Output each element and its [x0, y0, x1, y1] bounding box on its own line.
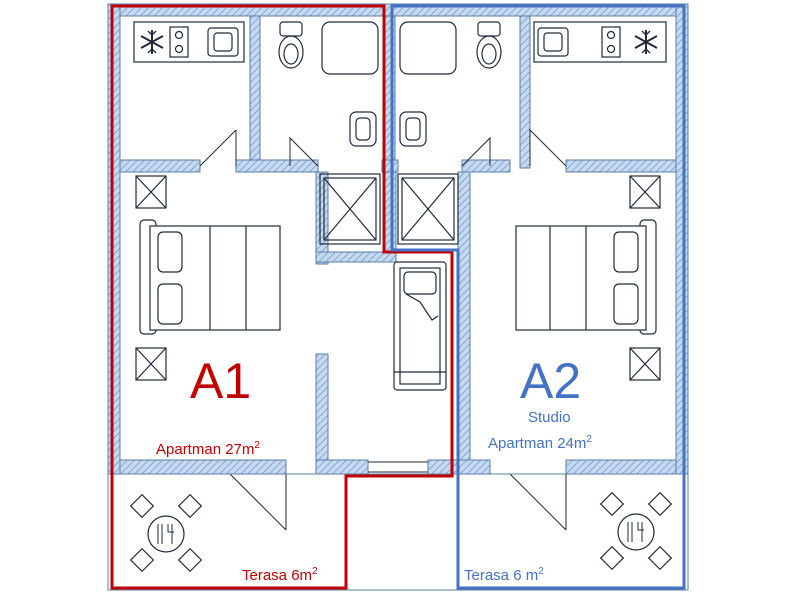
a1-code: A1	[190, 353, 251, 409]
toilet-icon	[476, 21, 502, 69]
a2-kitchen-counter	[533, 21, 667, 63]
double-bed-icon	[515, 219, 657, 335]
double-bed-icon	[139, 219, 281, 335]
stove-icon	[601, 26, 621, 58]
sink-icon	[207, 27, 239, 57]
washbasin-icon	[399, 111, 427, 147]
a2-kitchen	[533, 21, 667, 63]
sofa-bed-icon	[393, 261, 447, 391]
a2-outline	[390, 4, 686, 590]
a2-terrace-label: Terasa 6 m2	[464, 566, 544, 584]
dining-set-icon	[129, 491, 673, 573]
toilet-icon	[278, 21, 304, 69]
a1-area-label: Apartman 27m2	[156, 440, 260, 458]
a1-bathroom	[278, 21, 379, 147]
nightstand-icon	[135, 175, 661, 381]
a2-subtitle: Studio	[528, 409, 571, 426]
a2-code: A2	[520, 353, 581, 409]
shower-icon	[319, 173, 459, 245]
sink-icon	[537, 27, 569, 57]
washbasin-icon	[349, 111, 377, 147]
a1-kitchen-counter	[133, 21, 245, 63]
snowflake-icon	[634, 30, 658, 54]
a1-terrace-label: Terasa 6m2	[242, 566, 318, 584]
terrace-borders	[107, 473, 689, 591]
a1-kitchen	[133, 21, 245, 63]
a2-bathroom	[399, 21, 502, 147]
snowflake-icon	[140, 30, 164, 54]
bathtub-icon	[399, 21, 457, 75]
stove-icon	[169, 26, 189, 58]
a1-outline	[110, 4, 454, 590]
a2-area-label: Apartman 24m2	[488, 434, 592, 452]
bathtub-icon	[321, 21, 379, 75]
